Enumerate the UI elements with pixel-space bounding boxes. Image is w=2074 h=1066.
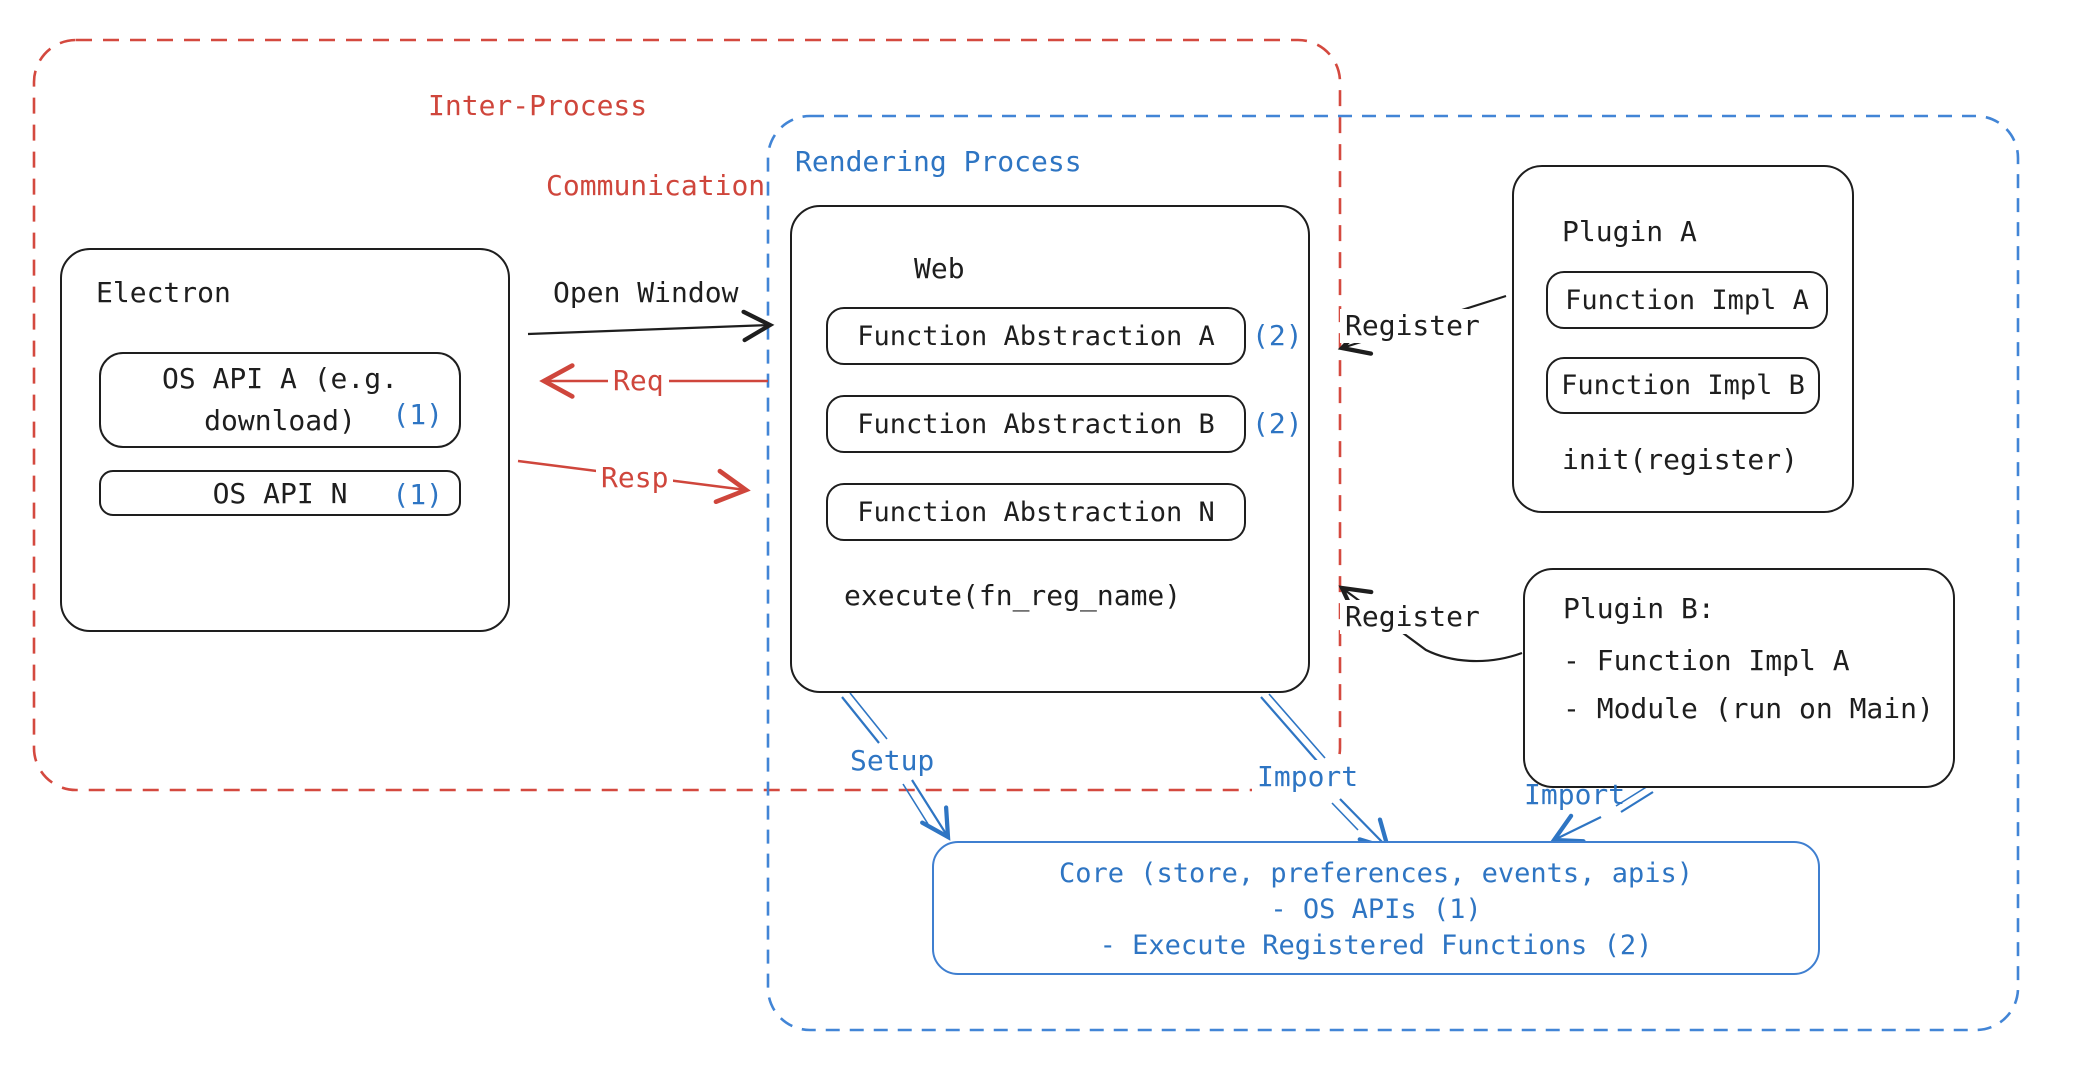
web-execute-label: execute(fn_reg_name)	[844, 579, 1182, 612]
electron-box: Electron OS API A (e.g. download) (1) OS…	[60, 248, 510, 632]
plugin-a-box: Plugin A Function Impl A Function Impl B…	[1512, 165, 1854, 513]
import-plugin-b-upper-stroke	[1620, 791, 1654, 813]
rendering-group-boundary	[766, 114, 2020, 1032]
plugin-a-title: Plugin A	[1562, 215, 1697, 248]
os-api-a-line1: OS API A (e.g.	[161, 362, 398, 395]
open-window-arrow-label: Open Window	[553, 276, 739, 309]
function-abstraction-n-box: Function Abstraction N	[826, 483, 1246, 541]
ipc-group-label: Inter-Process Communication	[428, 86, 765, 206]
core-line-2: - OS APIs (1)	[1270, 894, 1482, 925]
plugin-b-item-1: - Function Impl A	[1563, 644, 1850, 677]
plugin-a-init-label: init(register)	[1562, 443, 1799, 476]
import-plugin-b-arrowhead	[1550, 813, 1602, 844]
core-line-3: - Execute Registered Functions (2)	[1099, 930, 1653, 961]
import-web-arrowhead	[1339, 798, 1392, 852]
plugin-b-item-2: - Module (run on Main)	[1563, 692, 1934, 725]
ipc-group-boundary	[32, 38, 1342, 792]
setup-arrow-upper-stroke-2	[849, 692, 888, 740]
function-abstraction-a-label: Function Abstraction A	[857, 320, 1215, 352]
import-plugin-b-arrow-label: Import	[1524, 778, 1626, 811]
core-line-1: Core (store, preferences, events, apis)	[1059, 858, 1693, 889]
import-web-arrowhead-stroke-2	[1331, 802, 1359, 831]
setup-arrow-upper-stroke	[841, 696, 880, 744]
plugin-b-box: Plugin B: - Function Impl A - Module (ru…	[1523, 568, 1955, 788]
os-api-a-badge: (1)	[392, 398, 443, 431]
function-abstraction-n-label: Function Abstraction N	[857, 496, 1215, 528]
os-api-n-box: OS API N (1)	[99, 470, 461, 516]
ipc-group-label-line1: Inter-Process	[428, 89, 648, 122]
function-abstraction-a-box: Function Abstraction A	[826, 307, 1246, 365]
ipc-group-label-line2: Communication	[546, 169, 766, 202]
req-arrow-label: Req	[608, 364, 669, 398]
function-abstraction-a-badge: (2)	[1252, 319, 1303, 352]
function-impl-b-label: Function Impl B	[1561, 370, 1805, 401]
web-box: Web Function Abstraction A (2) Function …	[790, 205, 1310, 693]
rendering-group-label: Rendering Process	[795, 145, 1082, 178]
core-box: Core (store, preferences, events, apis) …	[932, 841, 1820, 975]
os-api-a-box: OS API A (e.g. download) (1)	[99, 352, 461, 448]
open-window-arrow	[527, 309, 775, 343]
import-web-upper-stroke-2	[1268, 693, 1326, 759]
electron-title: Electron	[96, 276, 231, 309]
function-abstraction-b-badge: (2)	[1252, 407, 1303, 440]
register-plugin-a-label: Register	[1340, 309, 1485, 343]
import-web-arrow-label: Import	[1252, 760, 1364, 794]
import-web-upper-stroke	[1260, 696, 1318, 762]
setup-arrowhead-stroke-2	[902, 783, 929, 825]
setup-arrowhead	[911, 779, 951, 841]
os-api-n-label: OS API N	[212, 476, 348, 510]
resp-arrow-label: Resp	[596, 461, 674, 495]
os-api-n-badge: (1)	[392, 478, 443, 511]
os-api-a-line2: download)	[204, 404, 356, 437]
plugin-b-title: Plugin B:	[1563, 592, 1715, 625]
function-abstraction-b-label: Function Abstraction B	[857, 408, 1215, 440]
function-impl-a-box: Function Impl A	[1546, 271, 1828, 329]
web-title: Web	[914, 252, 965, 285]
function-impl-a-label: Function Impl A	[1565, 284, 1809, 316]
register-plugin-b-arrow	[1338, 585, 1523, 663]
import-plugin-b-upper-stroke-2	[1615, 785, 1649, 807]
function-impl-b-box: Function Impl B	[1546, 357, 1820, 414]
setup-arrow-label: Setup	[850, 744, 935, 777]
register-plugin-b-label: Register	[1340, 600, 1485, 634]
function-abstraction-b-box: Function Abstraction B	[826, 395, 1246, 453]
